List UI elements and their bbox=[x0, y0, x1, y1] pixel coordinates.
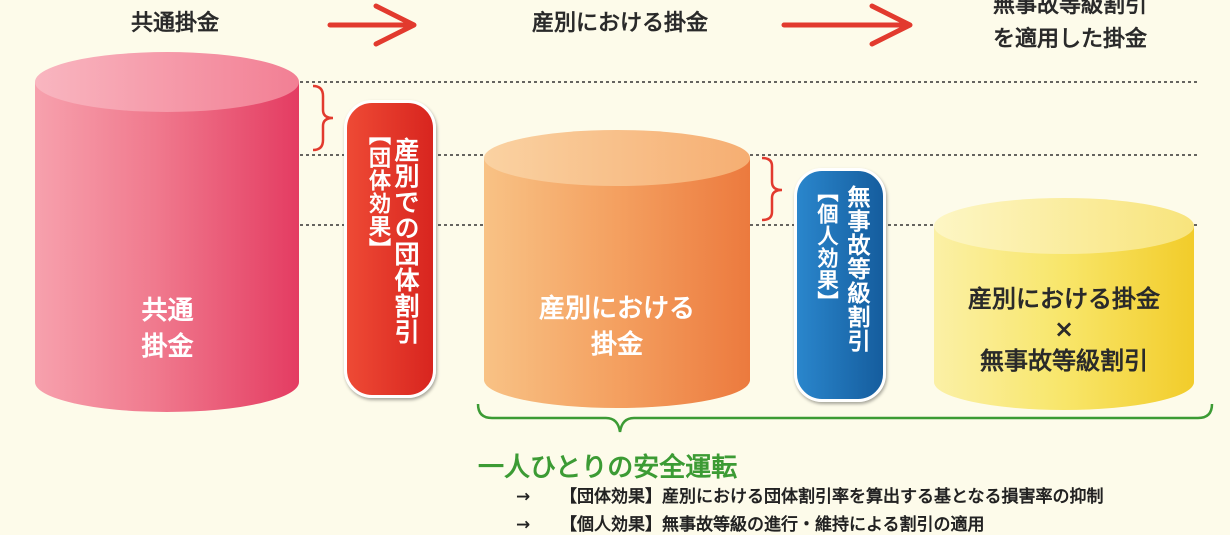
industry-premium-cylinder bbox=[484, 130, 750, 408]
arrow-right-icon: → bbox=[516, 515, 531, 535]
arrow-right-icon bbox=[781, 3, 913, 47]
arrow-right-icon: → bbox=[516, 487, 531, 507]
safe-driving-title: 一人ひとりの安全運転 bbox=[478, 453, 738, 483]
common-cylinder-label-1: 共通 bbox=[141, 296, 194, 326]
final-cylinder-label-2: × bbox=[1053, 315, 1075, 343]
industry-cylinder-label-1: 産別における bbox=[538, 294, 695, 324]
common-cylinder-label-2: 掛金 bbox=[141, 332, 194, 362]
brace-individual-discount bbox=[761, 156, 783, 222]
group-discount-pill: 産別での団体割引 【団体効果】 bbox=[344, 100, 436, 398]
final-premium-cylinder bbox=[934, 198, 1194, 410]
header-no-accident-line1: 無事故等級割引 bbox=[992, 0, 1147, 18]
individual-discount-text: 無事故等級割引 bbox=[843, 185, 869, 353]
common-premium-cylinder bbox=[35, 52, 299, 412]
note-group-effect-text: 【団体効果】産別における団体割引率を算出する基となる損害率の抑制 bbox=[560, 487, 1104, 507]
group-effect-text: 【団体効果】 bbox=[365, 123, 390, 261]
arrow-right-icon bbox=[327, 3, 417, 47]
group-discount-text: 産別での団体割引 bbox=[391, 137, 420, 345]
final-cylinder-label-1: 産別における掛金 bbox=[968, 285, 1160, 313]
note-individual-effect-text: 【個人効果】無事故等級の進行・維持による割引の適用 bbox=[560, 515, 985, 535]
final-cylinder-label-3: 無事故等級割引 bbox=[980, 347, 1148, 375]
industry-cylinder-label-2: 掛金 bbox=[590, 330, 643, 360]
individual-discount-pill: 無事故等級割引 【個人効果】 bbox=[794, 168, 886, 402]
header-industry-premium: 産別における掛金 bbox=[531, 11, 708, 36]
bracket-safe-driving bbox=[476, 403, 1214, 433]
header-common-premium: 共通掛金 bbox=[130, 11, 219, 36]
note-group-effect: → 【団体効果】産別における団体割引率を算出する基となる損害率の抑制 bbox=[516, 482, 1104, 507]
header-no-accident-line2: を適用した掛金 bbox=[992, 27, 1147, 52]
brace-group-discount bbox=[312, 84, 334, 152]
individual-effect-text: 【個人効果】 bbox=[815, 181, 839, 313]
note-individual-effect: → 【個人効果】無事故等級の進行・維持による割引の適用 bbox=[516, 510, 985, 535]
